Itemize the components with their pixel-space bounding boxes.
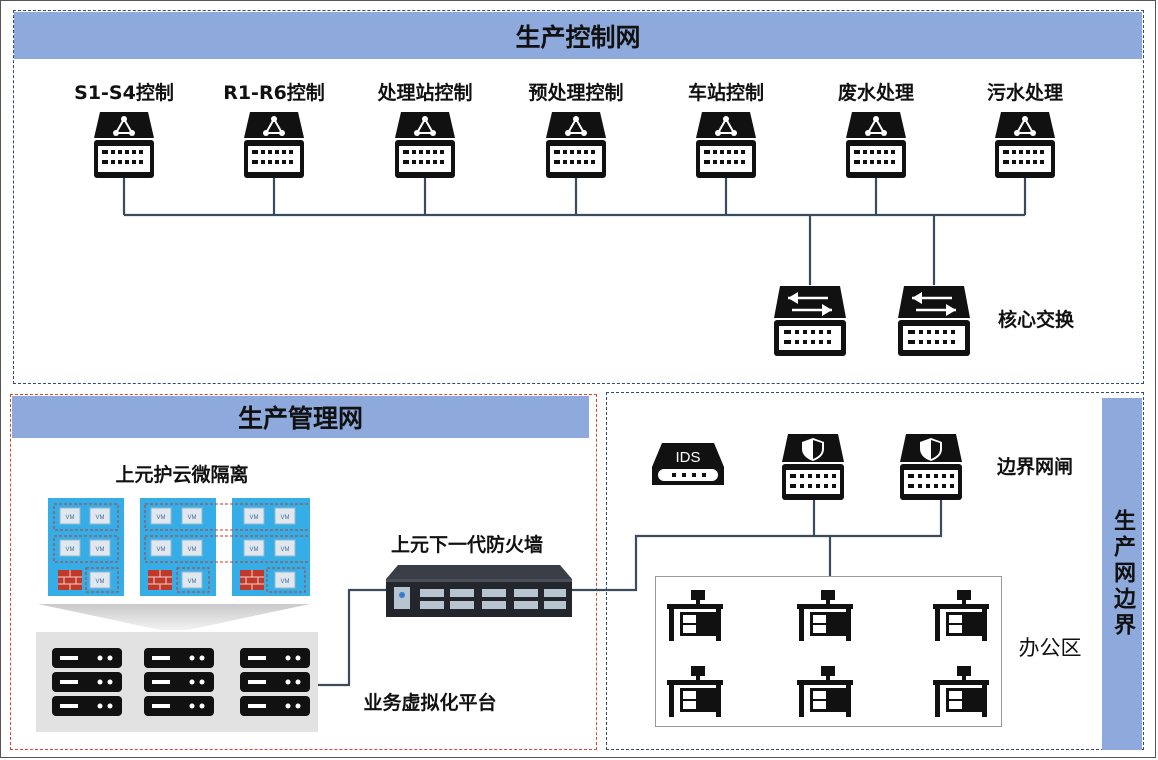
control-device-label: 废水处理: [837, 82, 914, 104]
border-network-zone: [606, 392, 1144, 750]
network-node-icon: [94, 112, 154, 178]
office-area-box: [655, 576, 1002, 727]
firewall-label: 上元下一代防火墙: [390, 534, 543, 556]
vm-label: VM: [281, 515, 290, 521]
vm-label: VM: [250, 547, 259, 553]
office-area-label: 办公区: [1018, 636, 1082, 660]
virtualization-platform-label: 业务虚拟化平台: [363, 692, 497, 714]
office-desk-icon: [797, 590, 853, 641]
vm-label: VM: [96, 579, 105, 585]
office-desks: [667, 590, 989, 717]
mgmt-zone-title: 生产管理网: [12, 396, 589, 438]
security-gateway-icon: [900, 434, 962, 500]
vm-label: VM: [188, 547, 197, 553]
network-node-icon: [244, 112, 304, 178]
control-device-label: 处理站控制: [377, 82, 473, 104]
firewall-appliance-icon: [386, 565, 572, 617]
vm-label: VM: [157, 547, 166, 553]
control-device-label: 车站控制: [687, 82, 764, 104]
vm-label: VM: [188, 515, 197, 521]
network-node-icon: [846, 112, 906, 178]
vm-label: VM: [66, 515, 75, 521]
network-node-icon: [546, 112, 606, 178]
vm-label: VM: [96, 515, 105, 521]
network-node-icon: [696, 112, 756, 178]
vm-label: VM: [157, 515, 166, 521]
brick-wall-icon: [58, 570, 264, 590]
control-device-label: R1-R6控制: [223, 82, 325, 104]
control-zone-title: 生产控制网: [14, 12, 1142, 59]
micro-segmentation-label: 上元护云微隔离: [115, 464, 249, 486]
border-zone-title-bar: 生产网边界: [1102, 398, 1142, 750]
vm-label: VM: [96, 547, 105, 553]
control-network-zone: [13, 10, 1144, 384]
office-desk-icon: [933, 590, 989, 641]
core-switch-icon: [774, 286, 846, 356]
management-network-zone: [10, 394, 597, 750]
network-node-icon: [395, 112, 455, 178]
control-device-label: S1-S4控制: [74, 82, 174, 104]
core-switch-icon: [898, 286, 970, 356]
virtualization-platform: [36, 632, 318, 732]
border-gateway-label: 边界网闸: [996, 456, 1073, 478]
server-rack-icon: [52, 648, 310, 716]
office-desk-icon: [667, 590, 723, 641]
core-switch-label: 核心交换: [997, 309, 1074, 331]
ids-label: IDS: [675, 449, 700, 466]
vm-label: VM: [281, 579, 290, 585]
vm-label: VM: [281, 547, 290, 553]
office-desk-icon: [797, 666, 853, 717]
vm-label: VM: [188, 579, 197, 585]
network-node-icon: [995, 112, 1055, 178]
vm-cluster-diagram: VM VM VM VM VM VM VM VM VM VM VM VM VM VM VM: [48, 498, 310, 596]
control-device-label: 污水处理: [986, 82, 1063, 104]
office-desk-icon: [667, 666, 723, 717]
border-zone-title: 生产网边界: [1110, 509, 1135, 639]
projection-funnel: [38, 604, 310, 630]
security-gateway-icon: [782, 434, 844, 500]
vm-label: VM: [66, 547, 75, 553]
office-desk-icon: [933, 666, 989, 717]
vm-label: VM: [250, 515, 259, 521]
ids-device-icon: IDS: [652, 443, 724, 485]
control-device-label: 预处理控制: [528, 82, 624, 104]
